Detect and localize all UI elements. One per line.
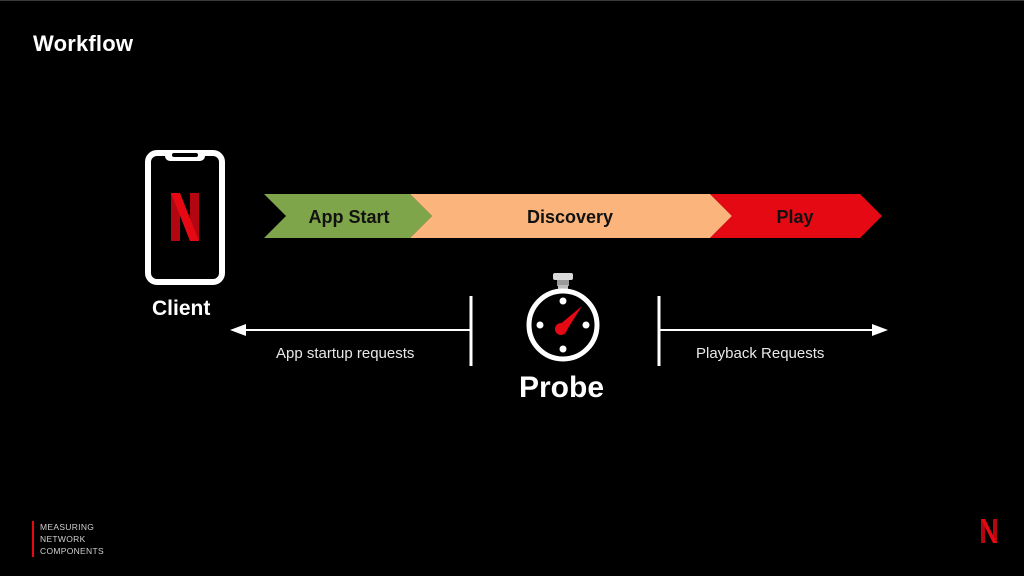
stage-app-start bbox=[264, 194, 432, 238]
phone-icon bbox=[145, 150, 225, 285]
slide-title: Workflow bbox=[33, 31, 134, 56]
footer-caption: MEASURING NETWORK COMPONENTS bbox=[32, 521, 104, 557]
playback-arrow bbox=[657, 296, 888, 366]
footer-line-1: MEASURING bbox=[40, 522, 95, 532]
netflix-logo-icon bbox=[171, 193, 199, 241]
footer-line-3: COMPONENTS bbox=[40, 546, 104, 556]
stage-play-label: Play bbox=[776, 207, 813, 227]
stage-discovery-label: Discovery bbox=[527, 207, 613, 227]
netflix-corner-logo-icon bbox=[981, 519, 997, 543]
playback-requests-label: Playback Requests bbox=[696, 345, 825, 362]
top-divider bbox=[0, 0, 1024, 1]
probe-label: Probe bbox=[519, 371, 605, 404]
stopwatch-icon bbox=[526, 273, 600, 362]
footer-line-2: NETWORK bbox=[40, 534, 86, 544]
stage-play bbox=[710, 194, 882, 238]
stage-app-start-label: App Start bbox=[309, 207, 390, 227]
app-startup-arrow bbox=[230, 296, 473, 366]
client-label: Client bbox=[152, 297, 211, 320]
app-startup-requests-label: App startup requests bbox=[276, 345, 415, 362]
stage-discovery bbox=[410, 194, 732, 238]
